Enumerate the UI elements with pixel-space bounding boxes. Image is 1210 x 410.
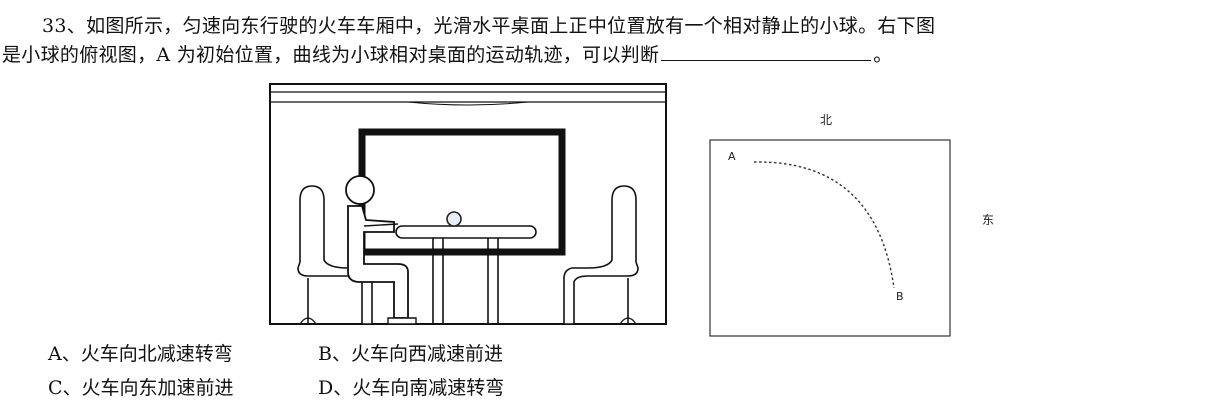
table-top-view — [709, 139, 951, 337]
train-carriage-figure — [269, 83, 667, 325]
ball-trajectory — [753, 161, 895, 289]
question-text-line-2: 是小球的俯视图，A 为初始位置，曲线为小球相对桌面的运动轨迹，可以判断 。 — [2, 42, 893, 67]
east-label: 东 — [982, 213, 994, 227]
passenger — [345, 175, 417, 325]
answer-blank[interactable] — [661, 42, 872, 61]
north-label: 北 — [820, 113, 832, 127]
question-text-line-1: 33、如图所示，匀速向东行驶的火车车厢中，光滑水平桌面上正中位置放有一个相对静止… — [42, 15, 936, 37]
option-d[interactable]: D、火车向南减速转弯 — [318, 377, 505, 399]
option-b[interactable]: B、火车向西减速前进 — [318, 343, 503, 365]
option-a[interactable]: A、火车向北减速转弯 — [48, 343, 233, 365]
ball — [446, 211, 462, 227]
top-view-figure: 北 A B 东 — [709, 113, 994, 337]
question-text-suffix: 。 — [873, 44, 893, 66]
point-a-label: A — [728, 150, 736, 163]
question-text-prefix: 是小球的俯视图，A 为初始位置，曲线为小球相对桌面的运动轨迹，可以判断 — [2, 44, 660, 66]
point-b-label: B — [896, 290, 904, 303]
right-seat — [563, 185, 639, 325]
table-top — [395, 225, 537, 239]
option-c[interactable]: C、火车向东加速前进 — [48, 377, 234, 399]
